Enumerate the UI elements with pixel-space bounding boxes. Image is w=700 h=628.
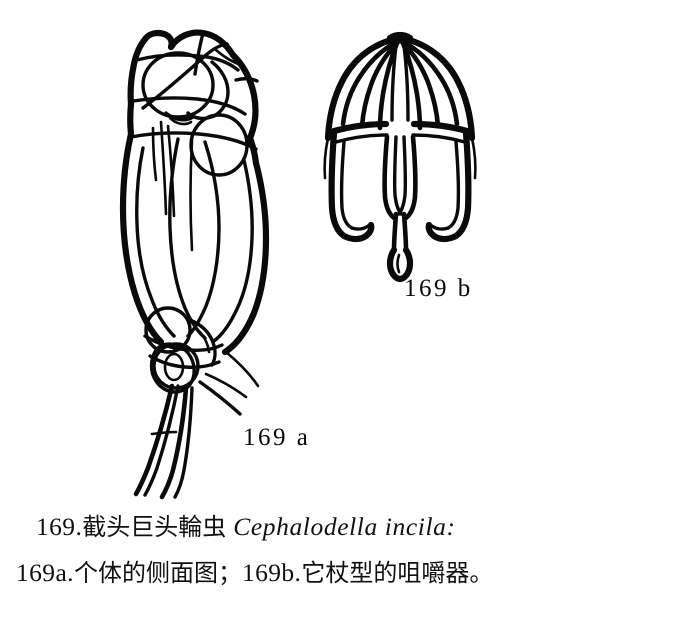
toe-left-outer-edge (133, 383, 175, 497)
manubrium-left-hook-inner (350, 224, 370, 231)
neck-ventral-margin (127, 100, 135, 138)
toe-right-inner-edge (173, 386, 194, 499)
trunk-inner-ventral-contour (135, 146, 176, 338)
caption-part-b-text: 它杖型的咀嚼器。 (301, 559, 494, 587)
manubrium-left-hook (340, 221, 375, 243)
toe-joint-mark (150, 430, 178, 436)
manubrium-left-edge-mark (323, 136, 330, 180)
foot-transverse-fold-1 (143, 334, 224, 352)
lateral-muscle-strand-1 (159, 120, 168, 216)
uncus-tooth-left-1 (340, 38, 401, 127)
trunk-ventral-outline (119, 130, 165, 346)
foot-segment-dorsal-outline (188, 318, 217, 367)
lateral-muscle-strand-2 (166, 124, 176, 218)
fulcrum-left-edge (391, 211, 399, 253)
neck-transverse-fold (129, 131, 258, 151)
trunk-dorsal-outline (221, 159, 270, 356)
ramus-bar-left-lower (334, 133, 389, 144)
toe-base-inner-oval (163, 352, 185, 382)
trunk-inner-dorsal-contour (212, 158, 254, 343)
illustration-canvas (119, 29, 477, 500)
head-collar-posterior-line (131, 96, 247, 116)
uncus-tooth-left-2 (359, 39, 401, 129)
uncus-tooth-left-3 (377, 40, 400, 131)
fulcrum-bulb-tip (386, 246, 414, 283)
mastax-dorsal-lobe (210, 60, 230, 118)
vitellarium-oval (189, 113, 249, 177)
caption-part-b-number: 169b. (241, 558, 302, 587)
figure-label-169b: 169 b (404, 275, 473, 302)
manubrium-right-hook (425, 221, 460, 243)
trophi-dome-left-outline (324, 34, 404, 142)
trophi-apex-knot (386, 31, 414, 42)
caption-chinese-name: 截头巨头輪虫 (82, 513, 227, 541)
caption-scientific-name: Cephalodella incila: (233, 512, 456, 541)
caption-part-a-number: 169a. (16, 558, 74, 587)
manubrium-right-outer (452, 129, 472, 240)
foot-trailing-edge (224, 350, 260, 388)
posterior-spur-line-2 (204, 372, 248, 399)
subcoronal-lobe-left (164, 111, 195, 122)
head-oblique-septum-2 (193, 31, 205, 76)
subcoronal-lobe-right (168, 116, 193, 126)
neck-dorsal-margin (246, 134, 260, 167)
head-ventral-anterior-margin (127, 34, 150, 108)
ramus-bar-right (410, 120, 471, 135)
foot-transverse-fold-2 (148, 354, 221, 369)
caption-figure-number: 169. (36, 512, 83, 541)
head-anterior-notch (142, 29, 175, 51)
fulcrum-bulb-inner-line (396, 253, 401, 274)
bladder-circle (144, 306, 192, 354)
head-oblique-septum-3 (214, 48, 246, 68)
uncus-tooth-right-3 (400, 40, 423, 131)
manubrium-right-inner (446, 140, 461, 230)
ramus-bar-right-lower (411, 133, 467, 144)
inner-rod-left-outer (382, 134, 397, 221)
toe-right-outer-edge (159, 385, 189, 500)
manubrium-right-hook-inner (430, 224, 450, 231)
manubrium-left-inner (339, 140, 354, 230)
uncus-tooth-right-2 (399, 39, 441, 129)
inner-rod-right-inner (397, 135, 408, 216)
inner-rod-right-outer (403, 134, 418, 221)
uncus-median-tooth-right (402, 44, 410, 122)
uncus-tooth-right-1 (399, 38, 460, 127)
posterior-spur-line (198, 380, 242, 416)
trophi-dome-right-outline (396, 34, 476, 142)
cephalic-vesicle-outline (141, 51, 215, 119)
figure-label-169a: 169 a (243, 424, 311, 451)
drawing-169a-rotifer-lateral (119, 29, 270, 500)
head-oblique-septum-1 (141, 42, 229, 110)
dorsal-antenna-mark (234, 76, 259, 83)
foot-inner-fold (196, 328, 211, 354)
gut-right-wall (186, 140, 221, 338)
fulcrum-right-edge (401, 211, 409, 253)
toe-base-capsule (149, 342, 196, 394)
manubrium-left-outer (328, 129, 348, 240)
manubrium-right-edge-mark (470, 136, 477, 180)
toe-left-inner-edge (143, 384, 180, 497)
uncus-median-tooth-left (390, 44, 398, 122)
lateral-muscle-strand-3 (151, 126, 158, 182)
inner-rod-left-inner (392, 135, 403, 216)
drawing-169b-trophi (323, 31, 477, 283)
caption-part-a-text: 个体的侧面图； (73, 559, 242, 587)
caption-line-2: 169a.个体的侧面图；169b.它杖型的咀嚼器。 (0, 550, 700, 596)
ramus-bar-left (330, 120, 390, 135)
